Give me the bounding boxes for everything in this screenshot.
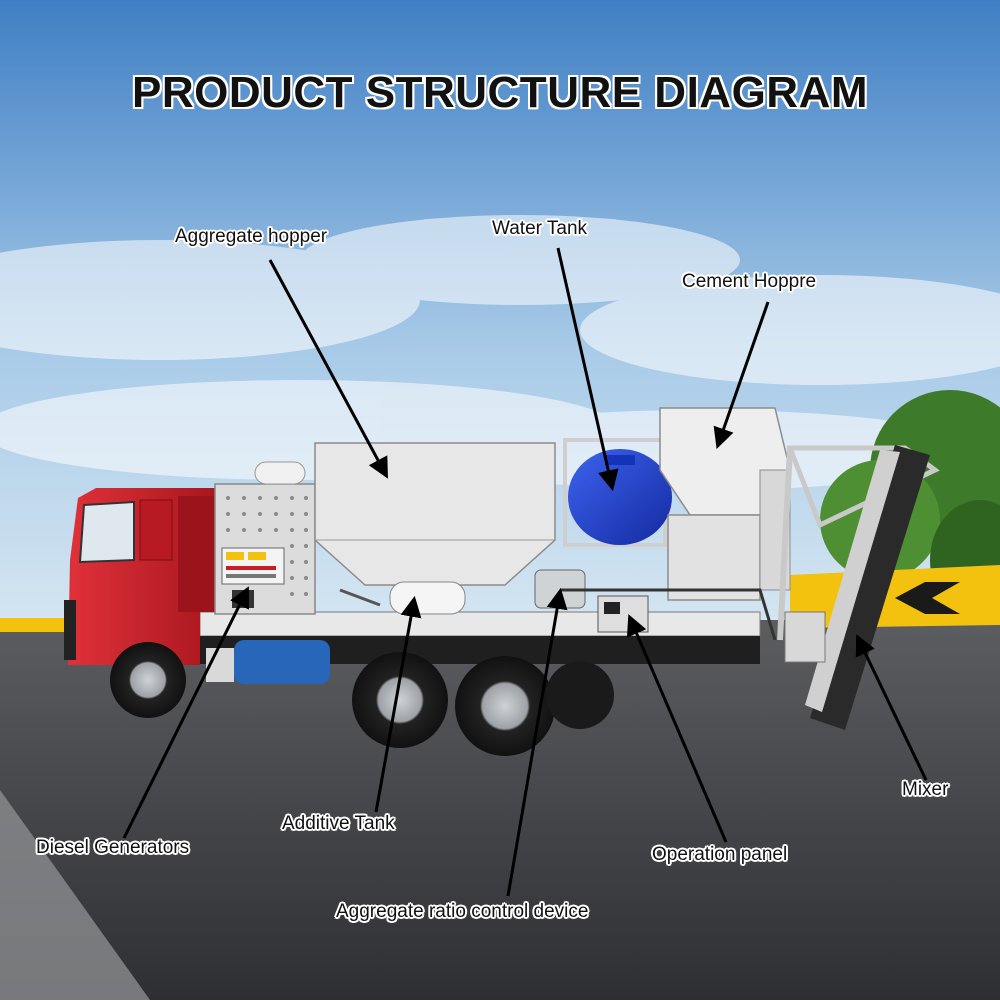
label-diesel-generators: Diesel Generators bbox=[36, 837, 190, 858]
label-cement-hopper: Cement Hoppre bbox=[682, 271, 817, 292]
label-mixer: Mixer bbox=[902, 779, 949, 800]
arrow-aggregate-ratio bbox=[506, 587, 568, 897]
label-aggregate-hopper: Aggregate hopper bbox=[175, 226, 328, 247]
arrow-mixer bbox=[855, 634, 928, 781]
arrow-diesel-generators bbox=[122, 586, 249, 839]
wheels bbox=[110, 642, 614, 756]
road-edge-pavement bbox=[0, 790, 150, 1000]
label-additive-tank: Additive Tank bbox=[282, 813, 395, 834]
arrow-cement-hopper bbox=[713, 301, 770, 449]
label-operation-panel: Operation panel bbox=[652, 844, 788, 865]
arrow-operation-panel bbox=[626, 614, 728, 843]
pointer-arrows bbox=[122, 247, 928, 897]
page-title: PRODUCT STRUCTURE DIAGRAM bbox=[131, 68, 869, 117]
label-water-tank: Water Tank bbox=[492, 218, 588, 239]
label-aggregate-ratio-control: Aggregate ratio control device bbox=[336, 901, 589, 922]
arrow-water-tank bbox=[556, 247, 619, 492]
arrow-aggregate-hopper bbox=[268, 259, 388, 479]
arrow-additive-tank bbox=[374, 595, 422, 813]
